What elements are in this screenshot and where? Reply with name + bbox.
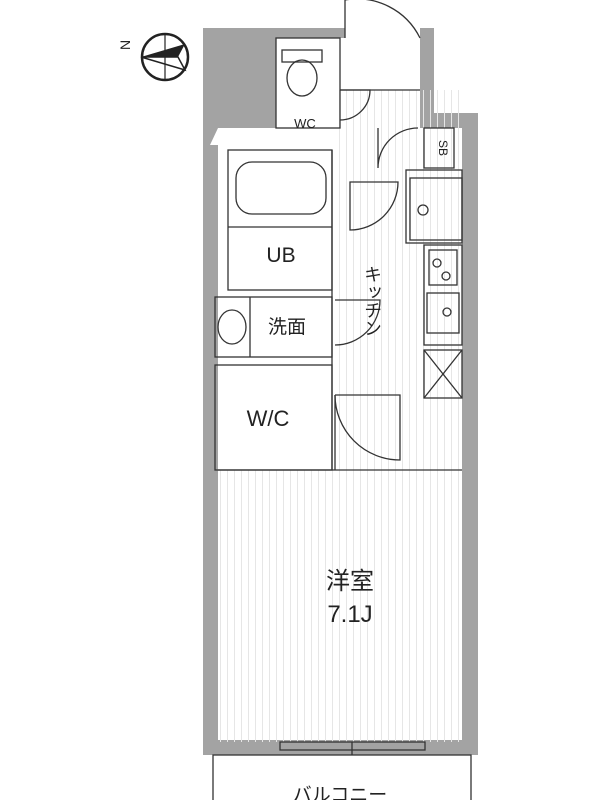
kitchen-label: キッチン bbox=[362, 265, 382, 337]
fixtures bbox=[217, 49, 452, 345]
balcony-label: バルコニー bbox=[293, 785, 388, 800]
wic-label: W/C bbox=[247, 406, 290, 431]
wc-label: WC bbox=[294, 116, 316, 131]
balcony bbox=[212, 742, 472, 800]
ub-label: UB bbox=[266, 244, 295, 267]
western-room-size: 7.1J bbox=[327, 601, 372, 628]
interior-walls bbox=[214, 37, 463, 751]
north-label: N bbox=[117, 40, 133, 50]
north-arrow-icon: N bbox=[117, 32, 190, 82]
western-room-label: 洋室 bbox=[326, 568, 374, 595]
room-floor bbox=[218, 470, 462, 742]
washroom-label: 洗面 bbox=[268, 316, 306, 338]
sb-label: SB bbox=[436, 140, 450, 156]
door-swings bbox=[334, 0, 421, 461]
